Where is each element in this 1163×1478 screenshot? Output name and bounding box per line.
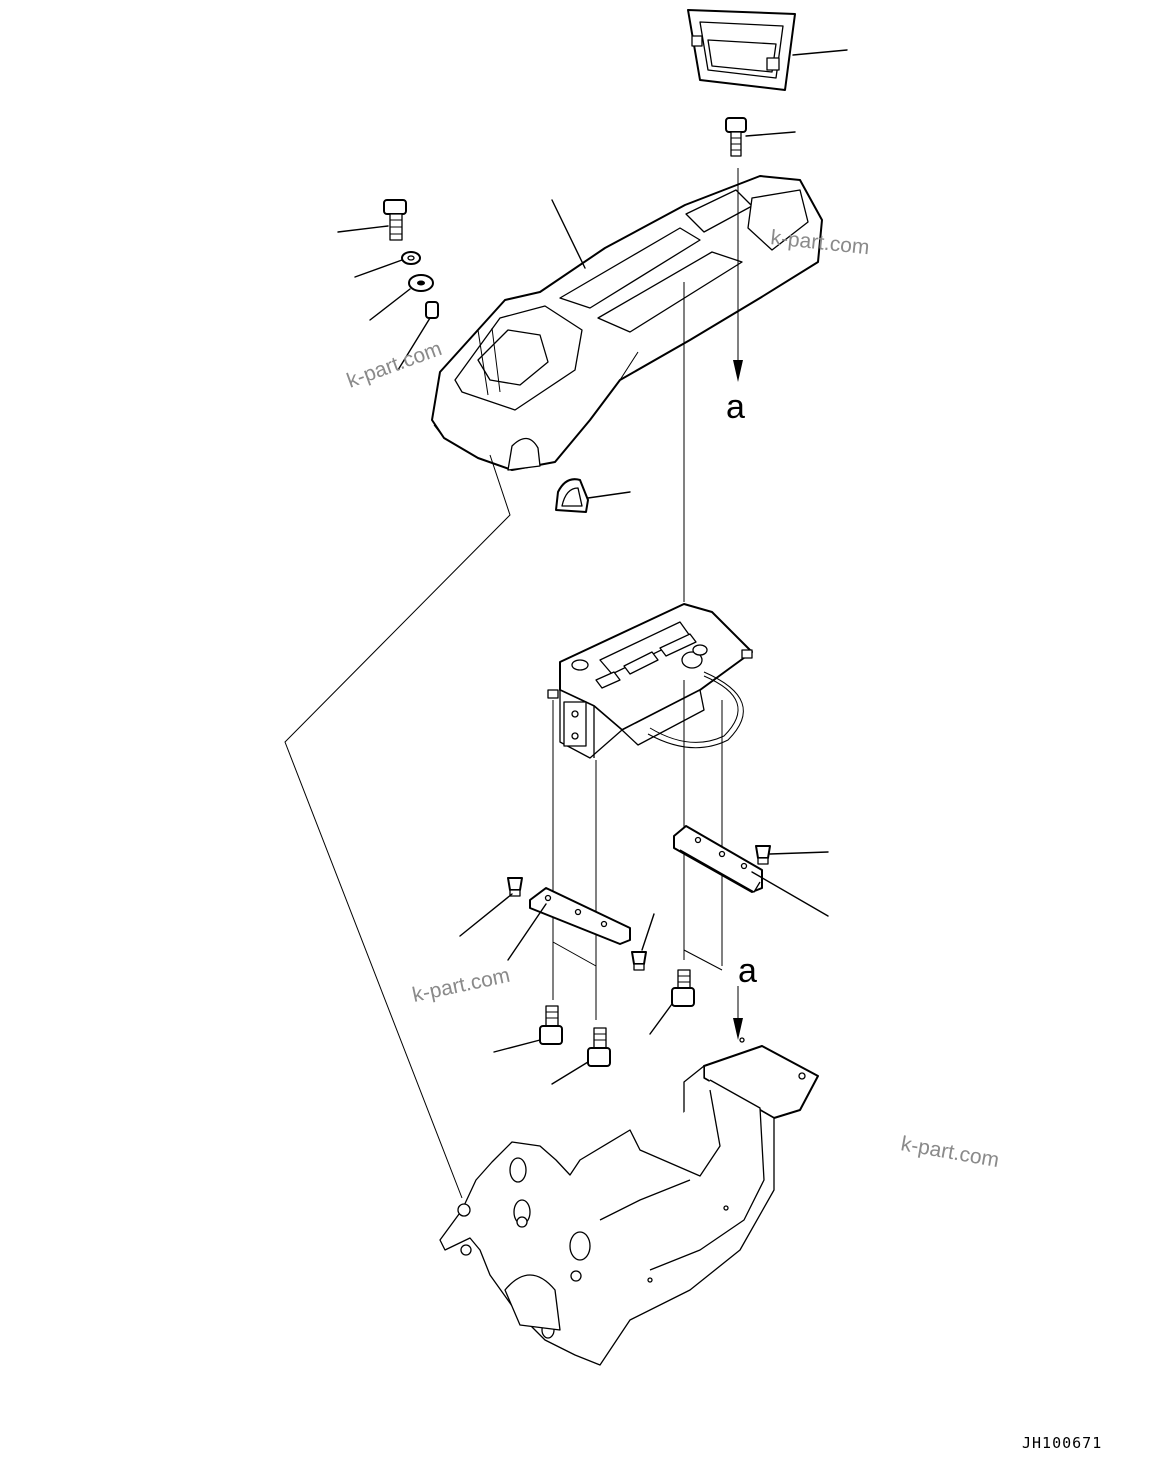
clip-fastener[interactable] [507,877,523,897]
reference-label-a-top: a [726,388,745,426]
leader-line [459,893,513,937]
leader-line [507,903,547,961]
leader-line [751,871,829,917]
mounting-bracket-left[interactable] [529,887,631,945]
leader-line [641,913,655,951]
leader-line [587,491,631,499]
reference-label-a-bottom: a [738,952,757,990]
drawing-code: JH100671 [1022,1434,1102,1452]
leader-line [397,317,431,371]
leader-line [337,225,389,233]
leader-line [649,1003,673,1035]
control-panel[interactable] [547,603,753,759]
clip-fastener[interactable] [755,845,771,865]
mounting-bracket-right[interactable] [673,825,763,893]
leader-line [369,288,411,321]
arrow-down [733,360,743,382]
bolt[interactable] [725,117,747,157]
collar[interactable] [425,301,439,319]
bolt[interactable] [539,1005,563,1045]
leader-line [769,851,829,855]
bolt[interactable] [587,1027,611,1067]
leader-line [792,49,848,56]
storage-tray[interactable] [687,9,796,91]
projection-line [552,930,597,967]
support-frame[interactable] [439,1037,819,1366]
clip-fastener[interactable] [631,951,647,971]
bolt[interactable] [671,969,695,1007]
cap[interactable] [555,478,589,513]
arrow-down [733,1018,743,1040]
washer[interactable] [401,251,421,265]
leader-line [745,131,796,137]
leader-line [551,199,586,269]
watermark: k-part.com [899,1132,1001,1172]
console-cover[interactable] [431,175,823,471]
watermark: k-part.com [410,964,512,1007]
bolt[interactable] [383,199,407,241]
watermark: k-part.com [344,337,445,393]
leader-line [493,1039,541,1053]
grommet[interactable] [408,274,434,292]
leader-line [354,259,403,278]
projection-line [683,949,723,971]
leader-line [551,1061,589,1085]
projection-line [284,454,511,1199]
